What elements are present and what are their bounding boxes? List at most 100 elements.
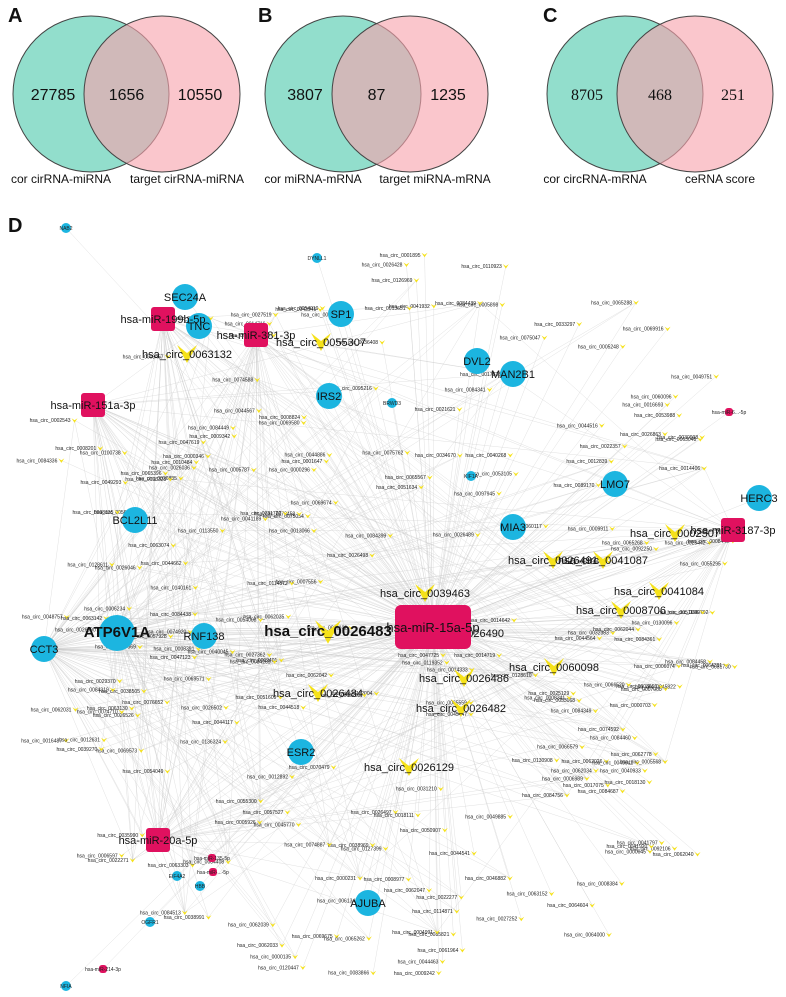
circrna-node: hsa_circ_0074710	[77, 709, 125, 716]
circrna-marker	[200, 439, 207, 445]
network-edge	[157, 302, 481, 841]
mirna-label: hsa-miR-135-5p	[194, 856, 230, 862]
network-edge	[186, 353, 434, 628]
circrna-label: hsa_circ_0127399	[341, 846, 382, 852]
circrna-node: hsa_circ_0044541	[429, 851, 478, 857]
circrna-marker	[189, 862, 196, 868]
mrna-label: KIF1A	[464, 474, 479, 480]
circrna-marker	[332, 500, 339, 505]
network-edge	[43, 648, 666, 689]
mirna-square	[208, 854, 216, 862]
mirna-node: hsa-miR-199b-5p	[121, 307, 205, 331]
circrna-label: hsa_circ_0097945	[454, 491, 495, 497]
circrna-node: hsa_circ_0069573	[96, 748, 145, 754]
circrna-node: hsa_circ_0062035	[243, 614, 292, 620]
circrna-label: hsa_circ_0065268	[602, 540, 643, 546]
circrna-node: hsa_circ_0048757	[22, 614, 70, 621]
circrna-label: hsa_circ_0002401	[236, 658, 277, 664]
network-edge	[432, 409, 460, 628]
network-edge	[140, 334, 257, 751]
mrna-node: RNF138	[184, 623, 224, 649]
network-edge	[269, 529, 734, 655]
network-edge	[429, 477, 434, 628]
circrna-node: hsa_circ_0113550	[178, 528, 226, 534]
circrna-marker	[162, 471, 169, 476]
circrna-label: hsa_circ_0063303	[148, 863, 189, 869]
circrna-label: hsa_circ_0000296	[269, 468, 310, 474]
network-edge	[111, 564, 434, 628]
network-edge	[432, 455, 461, 628]
key-circrna-marker	[177, 345, 197, 363]
circrna-label: hsa_circ_0044564	[555, 636, 596, 642]
circrna-label: hsa_circ_0018111	[374, 813, 414, 819]
venn-right-circle	[331, 15, 489, 173]
circrna-label: hsa_circ_0062031	[31, 707, 72, 713]
circrna-label: hsa_circ_0084756	[522, 793, 563, 799]
circrna-node: hsa_circ_0062042	[286, 673, 335, 679]
circrna-marker	[333, 933, 340, 939]
venn-left-count: 8705	[571, 87, 603, 104]
circrna-marker	[257, 617, 264, 623]
circrna-node: hsa_circ_0069571	[164, 676, 212, 683]
circrna-node: hsa_circ_0031730	[690, 664, 738, 670]
circrna-node: hsa_circ_0026497	[351, 809, 399, 816]
circrna-label: hsa_circ_0005263	[320, 693, 361, 699]
circrna-label: hsa_circ_0007556	[276, 579, 317, 585]
circrna-label: hsa_circ_0065559	[426, 701, 467, 707]
circrna-node: hsa_circ_0012839	[566, 459, 615, 465]
circrna-label: hsa_circ_0084687	[578, 789, 619, 795]
network-edge	[432, 626, 438, 932]
circrna-node: hsa_circ_0041920	[606, 844, 655, 850]
mrna-label: IRS2	[317, 391, 341, 403]
circrna-label: hsa_circ_0065288	[591, 300, 632, 306]
network-edge	[157, 821, 260, 841]
circrna-node: hsa_circ_0065567	[385, 475, 433, 481]
network-edge	[255, 334, 438, 932]
mrna-label: ESR2	[287, 747, 316, 759]
circrna-marker	[633, 300, 640, 305]
network-edge	[303, 422, 434, 628]
network-edge	[432, 323, 580, 628]
circrna-node: hsa_circ_0114871	[412, 909, 460, 915]
circrna-node: hsa_circ_0006074	[634, 663, 682, 670]
circrna-node: hsa_circ_0041797	[617, 840, 665, 847]
circrna-label: hsa_circ_0001647	[281, 459, 322, 465]
network-edge	[43, 648, 679, 667]
network-edge	[43, 648, 133, 861]
mrna-circle	[466, 471, 476, 481]
circrna-node: hsa_circ_0038969	[328, 842, 376, 849]
circrna-marker	[300, 705, 307, 710]
circrna-marker	[288, 580, 295, 586]
circrna-marker	[570, 691, 577, 696]
circrna-node: hsa_circ_0005568	[620, 759, 669, 766]
circrna-marker	[103, 615, 110, 621]
circrna-marker	[456, 453, 463, 458]
mrna-circle	[316, 383, 342, 409]
circrna-marker	[266, 652, 273, 658]
circrna-node: hsa_circ_0044564	[555, 635, 603, 642]
circrna-node: hsa_circ_0006597	[77, 853, 125, 859]
network-edge	[659, 529, 734, 640]
circrna-marker	[658, 684, 665, 689]
circrna-node: hsa_circ_0026502	[181, 705, 229, 711]
circrna-marker	[651, 702, 658, 708]
network-edge	[43, 612, 713, 650]
circrna-marker	[299, 965, 306, 970]
mirna-square	[721, 518, 745, 542]
network-edge	[157, 800, 261, 841]
circrna-marker	[323, 459, 330, 464]
network-edge	[157, 728, 623, 841]
circrna-label: hsa_circ_0038991	[164, 915, 205, 921]
key-circrna-node: hsa_circ_0002507	[630, 524, 720, 542]
network-edge	[116, 530, 223, 634]
network-edge	[116, 632, 370, 939]
venn-right-label: target miRNA-mRNA	[379, 172, 490, 186]
circrna-label: hsa_circ_0084349	[551, 709, 592, 715]
circrna-node: hsa_circ_0001647	[281, 459, 330, 465]
circrna-marker	[177, 476, 184, 481]
mrna-circle	[191, 623, 217, 649]
network-edge	[322, 307, 434, 628]
circrna-node: hsa_circ_0036408	[337, 340, 386, 346]
mrna-node: LMO7	[600, 471, 630, 497]
